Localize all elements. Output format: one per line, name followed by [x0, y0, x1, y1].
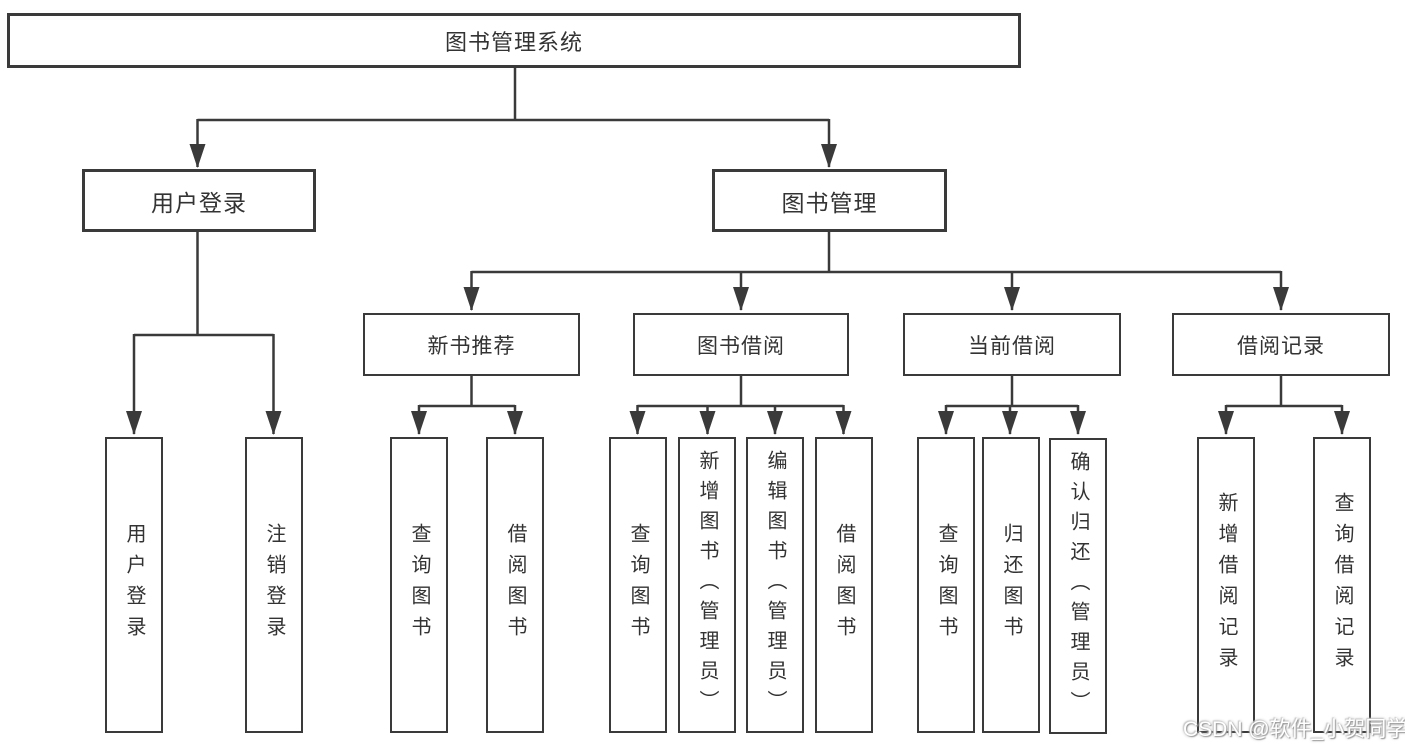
node-current-borrowing: 当前借阅: [903, 313, 1121, 376]
node-book-management: 图书管理: [712, 169, 947, 232]
node-borrow-records: 借阅记录: [1172, 313, 1390, 376]
leaf-borrowing-query-books: 查询图书: [609, 437, 667, 733]
leaf-records-add-borrow-record: 新增借阅记录: [1197, 437, 1255, 733]
csdn-watermark: CSDN @软件_小贺同学: [1183, 718, 1405, 741]
leaf-current-query-books: 查询图书: [917, 437, 975, 733]
leaf-logout: 注销登录: [245, 437, 303, 733]
leaf-borrowing-add-books-admin: 新增图书（管理员）: [678, 437, 736, 733]
node-label: 当前借阅: [968, 334, 1056, 358]
node-label: 编辑图书（管理员）: [764, 450, 786, 720]
leaf-recommend-borrow-books: 借阅图书: [486, 437, 544, 733]
node-label: 借阅图书: [504, 523, 526, 647]
leaf-recommend-query-books: 查询图书: [390, 437, 448, 733]
node-label: 图书管理: [781, 189, 878, 216]
node-label: 注销登录: [263, 523, 285, 647]
leaf-user-login: 用户登录: [105, 437, 163, 733]
node-label: 借阅记录: [1237, 334, 1325, 358]
leaf-records-query-borrow-record: 查询借阅记录: [1313, 437, 1371, 733]
leaf-current-confirm-return-admin: 确认归还（管理员）: [1049, 438, 1107, 734]
node-label: 查询借阅记录: [1331, 492, 1353, 678]
node-book-borrowing: 图书借阅: [633, 313, 849, 376]
node-user-login: 用户登录: [82, 169, 316, 232]
node-new-book-recommend: 新书推荐: [363, 313, 580, 376]
node-label: 图书借阅: [697, 334, 785, 358]
node-label: 新增图书（管理员）: [696, 450, 718, 720]
node-label: 用户登录: [151, 189, 247, 216]
leaf-borrowing-edit-books-admin: 编辑图书（管理员）: [746, 437, 804, 733]
node-root-library-system: 图书管理系统: [7, 13, 1021, 68]
node-label: 新增借阅记录: [1215, 492, 1237, 678]
node-label: 查询图书: [408, 523, 430, 647]
node-label: 查询图书: [627, 523, 649, 647]
leaf-borrowing-borrow-books: 借阅图书: [815, 437, 873, 733]
node-label: 图书管理系统: [444, 29, 583, 55]
node-label: 归还图书: [1000, 523, 1022, 647]
leaf-current-return-books: 归还图书: [982, 437, 1040, 733]
node-label: 确认归还（管理员）: [1067, 451, 1089, 721]
node-label: 新书推荐: [427, 334, 516, 358]
node-label: 用户登录: [123, 523, 145, 647]
node-label: 借阅图书: [833, 523, 855, 647]
node-label: 查询图书: [935, 523, 957, 647]
